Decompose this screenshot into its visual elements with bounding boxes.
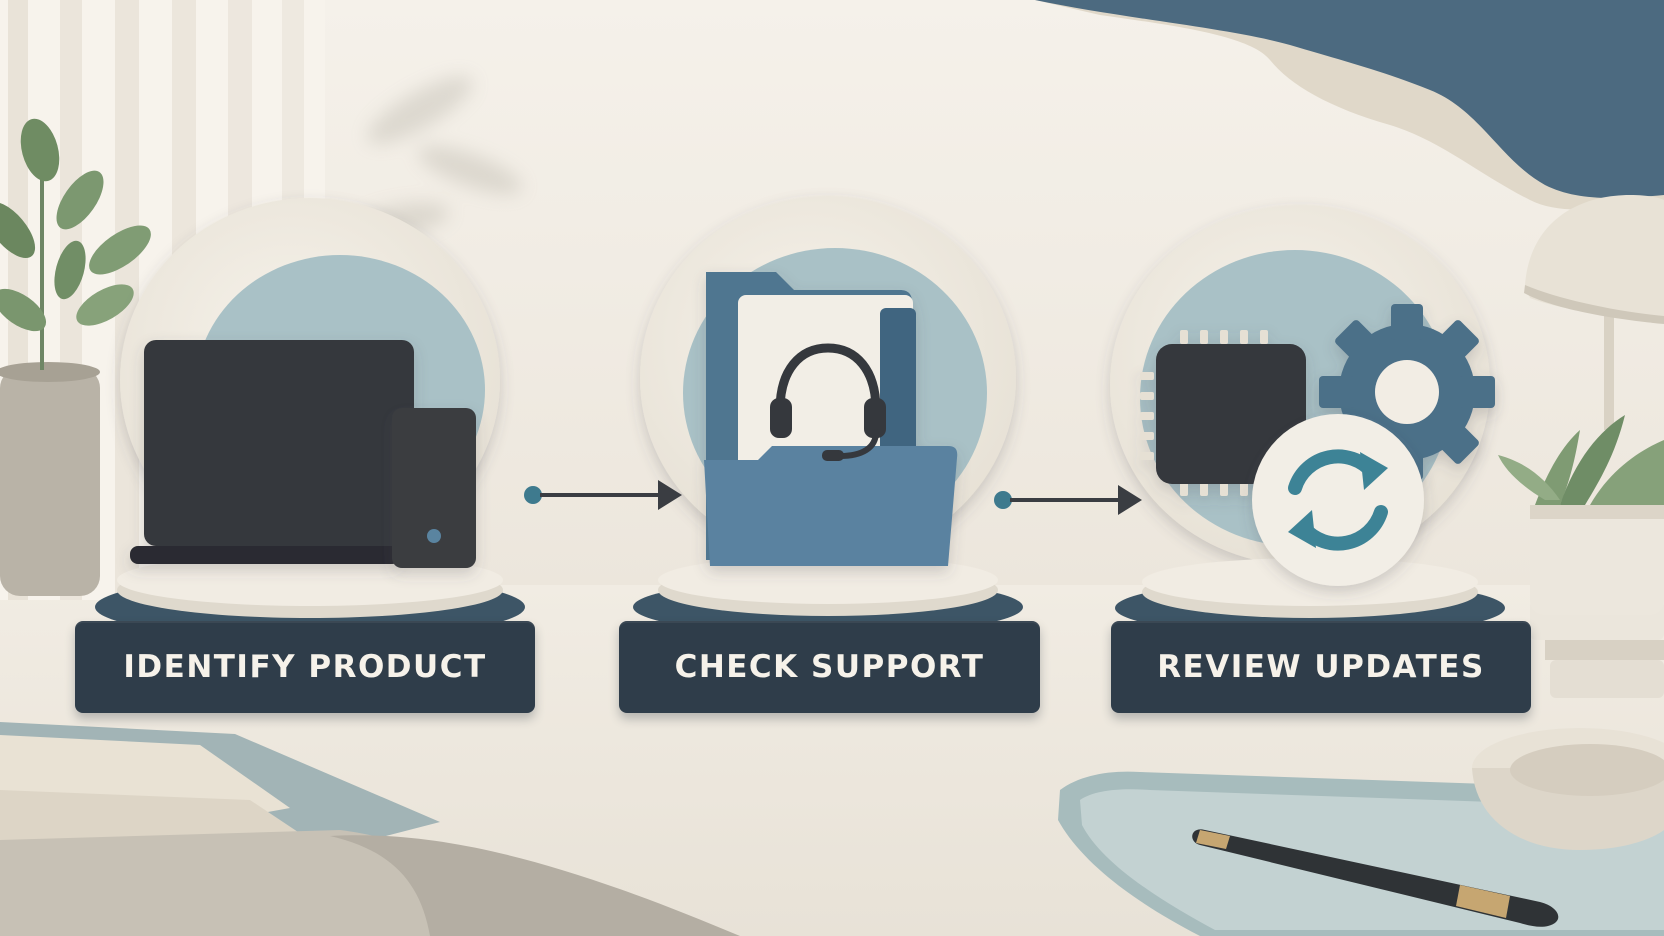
refresh-icon [1252,414,1424,586]
ceramic-bowl [1472,728,1664,850]
potted-plant [0,118,151,596]
arrow-step2-to-step3 [994,485,1142,515]
step-review-updates [1110,205,1505,636]
folder-icon [704,272,958,566]
step-label-check-support: CHECK SUPPORT [619,621,1040,713]
step-label-identify-product: IDENTIFY PRODUCT [75,621,535,713]
paper-stack [0,722,740,936]
succulent-plant [1498,415,1664,615]
arrow-step1-to-step2 [524,480,682,510]
pen [1192,829,1559,927]
lamp [1524,195,1664,430]
step-label-review-updates: REVIEW UPDATES [1111,621,1531,713]
wave-decoration [1035,0,1664,210]
laptop-icon [130,340,414,564]
chip-icon [1140,330,1306,496]
phone-icon [392,408,476,568]
headset-icon [770,343,886,461]
step-identify-product [95,198,525,639]
step-check-support [633,196,1023,635]
gear-icon [1319,304,1495,480]
